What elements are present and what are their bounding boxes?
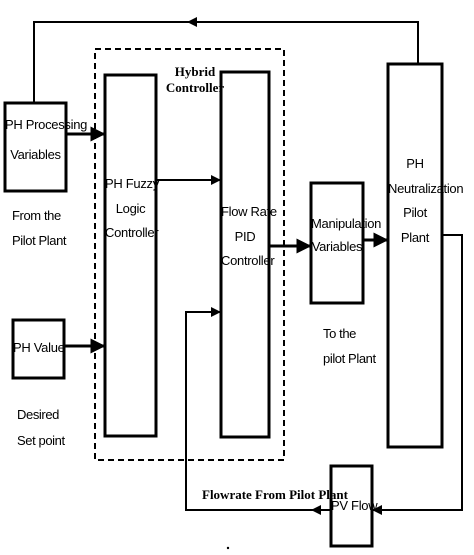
flowrate-line1: Flowrate From Pilot Plant bbox=[202, 487, 348, 502]
from-plant-line2: Pilot Plant bbox=[12, 232, 67, 248]
ph-processing-line2: Variables bbox=[10, 147, 61, 163]
pid-text: Flow Rate PID Controller bbox=[221, 200, 277, 274]
pv-flow-text: PV Flow bbox=[331, 498, 378, 514]
hybrid-controller-group bbox=[94, 48, 285, 461]
ph-value-text: PH Value bbox=[13, 340, 65, 356]
pid-line3: Controller bbox=[221, 253, 275, 269]
to-plant-line2: pilot Plant bbox=[323, 350, 376, 366]
flowrate-note: Flowrate From Pilot Plant bbox=[202, 487, 348, 503]
plant-block bbox=[386, 62, 444, 449]
fuzzy-controller-block bbox=[103, 73, 158, 438]
plant-line3: Pilot bbox=[403, 205, 427, 221]
manipulation-text: Manipulation Variables bbox=[311, 212, 382, 259]
pid-line1: Flow Rate bbox=[221, 204, 277, 219]
ph-value-block bbox=[11, 318, 66, 380]
fuzzy-line2: Logic bbox=[115, 200, 146, 216]
hybrid-label-line2: Controller bbox=[165, 80, 225, 96]
ph-processing-block bbox=[3, 101, 68, 193]
pvflow-feedback-line bbox=[185, 311, 331, 511]
ph-value-line1: PH Value bbox=[13, 340, 65, 355]
to-plant-note: To the pilot Plant bbox=[323, 322, 376, 371]
hybrid-label-line1: Hybrid bbox=[174, 64, 216, 79]
fuzzy-line1: PH Fuzzy bbox=[105, 176, 159, 191]
desired-note: Desired Set point bbox=[17, 402, 65, 454]
desired-line2: Set point bbox=[17, 433, 65, 448]
from-plant-line1: From the bbox=[12, 208, 61, 223]
to-plant-line1: To the bbox=[323, 326, 357, 341]
pid-line2: PID bbox=[234, 228, 256, 244]
manipulation-line1: Manipulation bbox=[311, 216, 382, 231]
manipulation-line2: Variables bbox=[311, 239, 363, 255]
desired-line1: Desired bbox=[17, 407, 59, 422]
plant-line4: Plant bbox=[400, 230, 430, 246]
bottom-dot bbox=[226, 546, 230, 550]
plant-line2: Neutralization bbox=[388, 180, 464, 196]
pid-controller-block bbox=[219, 70, 271, 439]
fuzzy-line3: Controller bbox=[105, 225, 159, 241]
pv-flow-block bbox=[329, 464, 374, 548]
ph-processing-text: PH Processing Variables bbox=[5, 117, 88, 164]
top-feedback-line bbox=[33, 21, 419, 103]
ph-processing-line1: PH Processing bbox=[5, 117, 88, 132]
from-plant-note: From the Pilot Plant bbox=[12, 204, 67, 253]
fuzzy-text: PH Fuzzy Logic Controller bbox=[105, 172, 159, 246]
pv-flow-line1: PV Flow bbox=[331, 498, 378, 513]
plant-output-line bbox=[373, 234, 463, 511]
plant-line1: PH bbox=[406, 156, 424, 171]
hybrid-label: Hybrid Controller bbox=[160, 64, 230, 97]
plant-text: PH Neutralization Pilot Plant bbox=[388, 152, 464, 251]
